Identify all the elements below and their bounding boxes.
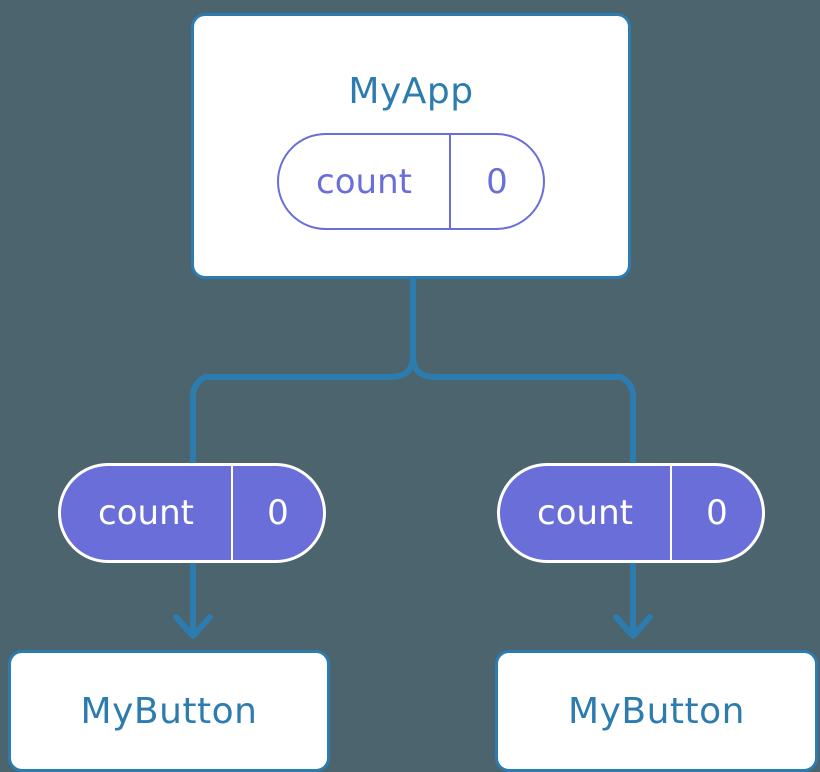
props-pill-value: 0	[706, 493, 728, 533]
props-pill-right[interactable]: count 0	[497, 463, 765, 563]
component-title-mybutton: MyButton	[80, 691, 258, 732]
props-pill-key: count	[500, 466, 672, 560]
component-title-myapp: MyApp	[348, 71, 474, 112]
arrow-head-right-icon	[613, 614, 653, 639]
state-pill-key: count	[279, 135, 451, 228]
arrow-head-left-icon	[173, 614, 213, 639]
component-box-mybutton-left[interactable]: MyButton	[8, 650, 330, 772]
component-box-mybutton-right[interactable]: MyButton	[495, 650, 818, 772]
props-pill-left[interactable]: count 0	[58, 463, 326, 563]
props-pill-value: 0	[267, 493, 289, 533]
state-pill-value: 0	[486, 161, 508, 202]
props-pill-key: count	[61, 466, 233, 560]
component-title-mybutton: MyButton	[568, 691, 745, 732]
state-pill-myapp[interactable]: count 0	[277, 133, 545, 230]
